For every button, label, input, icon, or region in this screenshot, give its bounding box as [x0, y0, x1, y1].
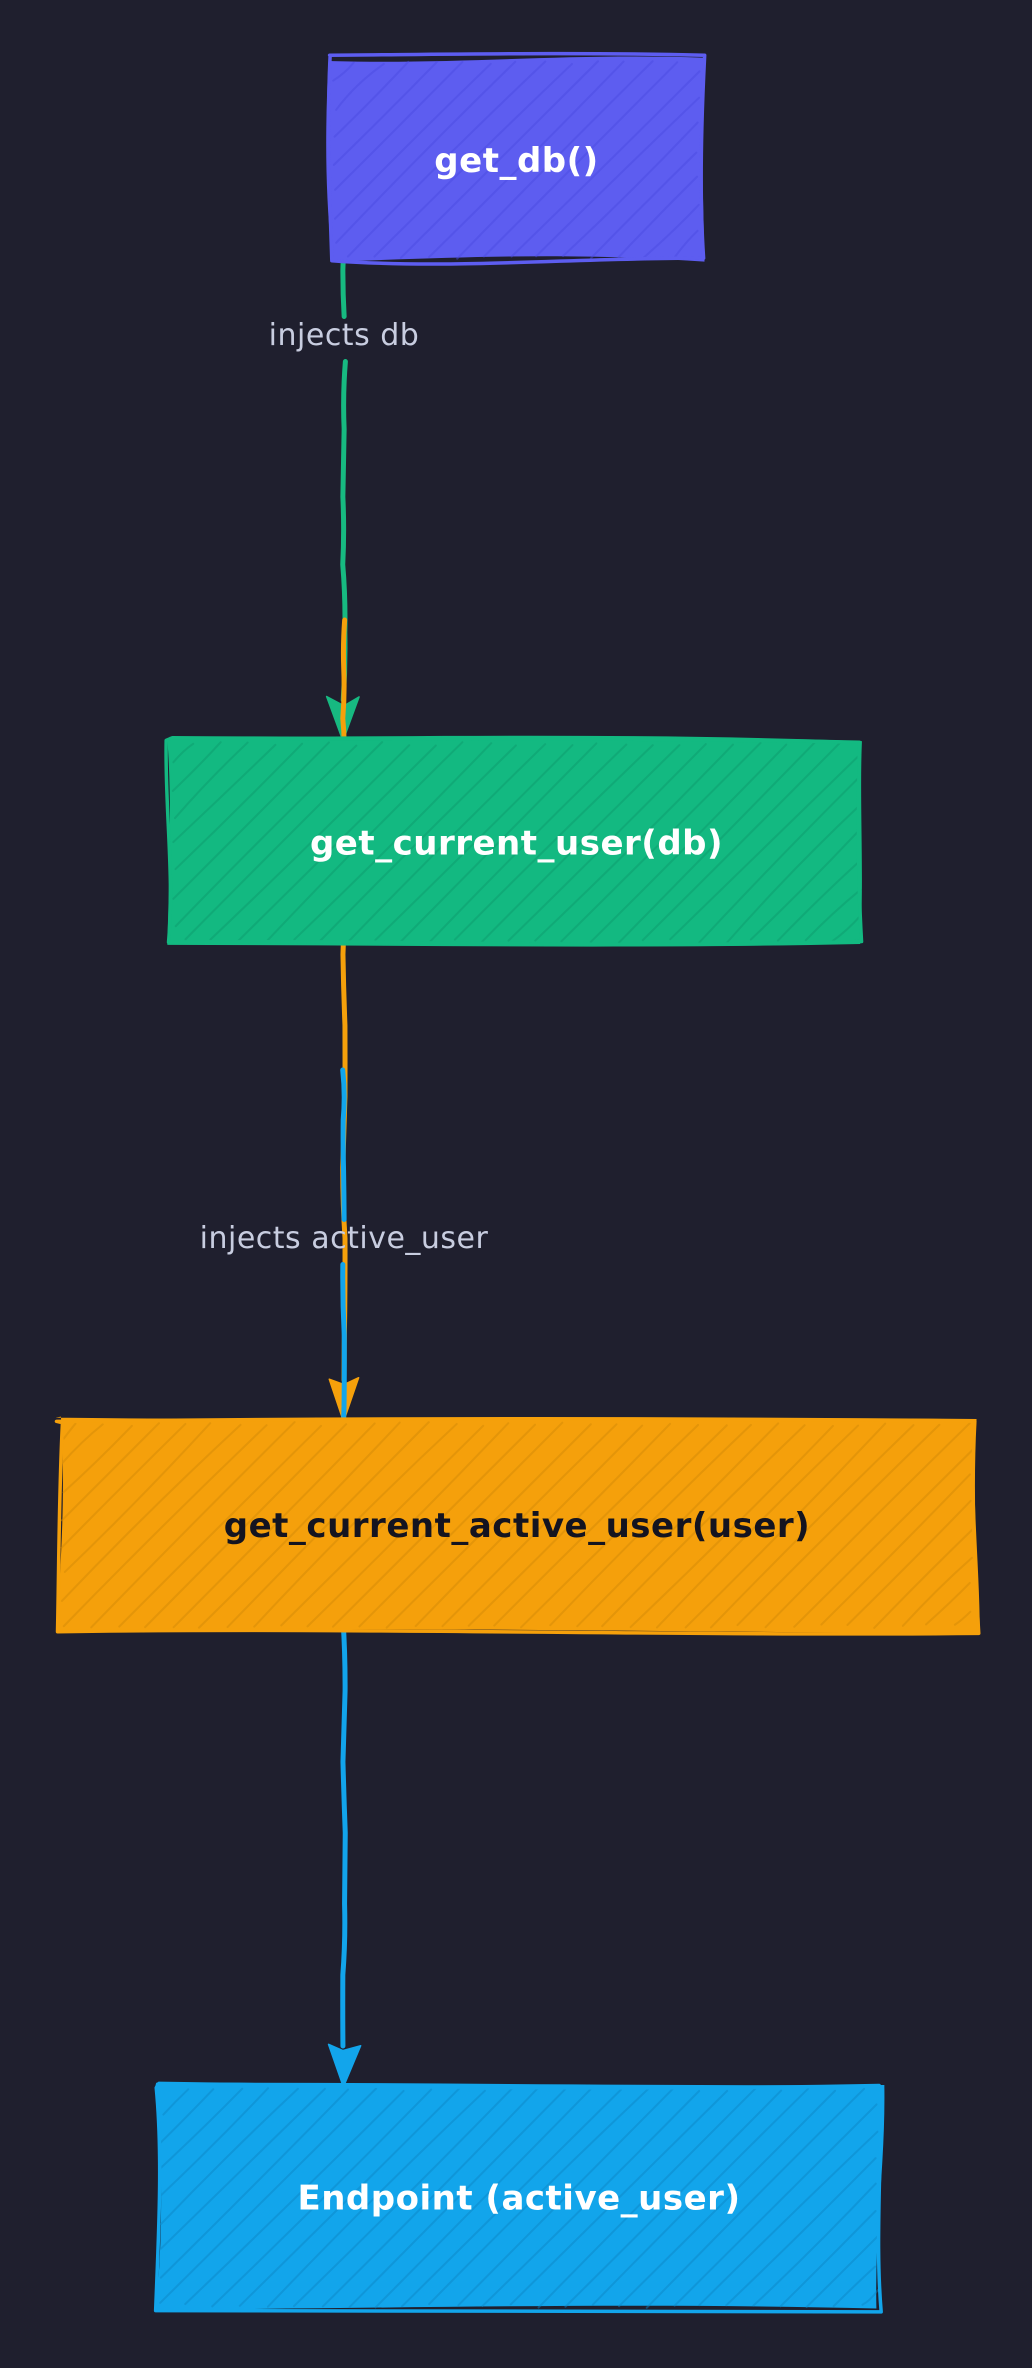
node-get-current-user-shape[interactable] [167, 735, 862, 947]
node-get-current-user[interactable]: get_current_user(db) [164, 735, 864, 947]
node-endpoint-outline [153, 2081, 883, 2314]
node-get-current-active-user-shape[interactable] [55, 1416, 980, 1634]
node-get-db-outline [326, 51, 707, 266]
node-get-current-user-label: get_current_user(db) [310, 824, 723, 864]
node-get-current-user-hatch [171, 741, 862, 944]
node-get-db-shape[interactable] [326, 56, 705, 262]
node-get-current-active-user-outline [54, 1416, 981, 1636]
edge-label-injects-db: injects db [269, 318, 420, 353]
node-endpoint-shape[interactable] [155, 2082, 885, 2310]
edge-injects-active-user-line-lower [340, 1262, 348, 2049]
node-get-db-label: get_db() [434, 141, 598, 181]
node-get-db[interactable]: get_db() [326, 51, 707, 266]
node-get-current-active-user[interactable]: get_current_active_user(user) [54, 1416, 981, 1636]
node-get-db-hatch [332, 60, 701, 260]
node-endpoint-hatch [159, 2086, 879, 2309]
edge-injects-active-user-arrowhead [327, 2043, 362, 2088]
node-endpoint-label: Endpoint (active_user) [298, 2179, 741, 2219]
edge-injects-active-user: injects active_user [200, 1067, 489, 2088]
node-endpoint[interactable]: Endpoint (active_user) [153, 2081, 885, 2314]
edge-label-injects-active-user: injects active_user [200, 1221, 489, 1256]
node-get-current-active-user-label: get_current_active_user(user) [224, 1506, 810, 1546]
node-get-current-user-outline [164, 735, 864, 947]
edge-injects-active-user-line-upper [340, 1067, 347, 1222]
node-get-current-active-user-hatch [60, 1421, 974, 1629]
